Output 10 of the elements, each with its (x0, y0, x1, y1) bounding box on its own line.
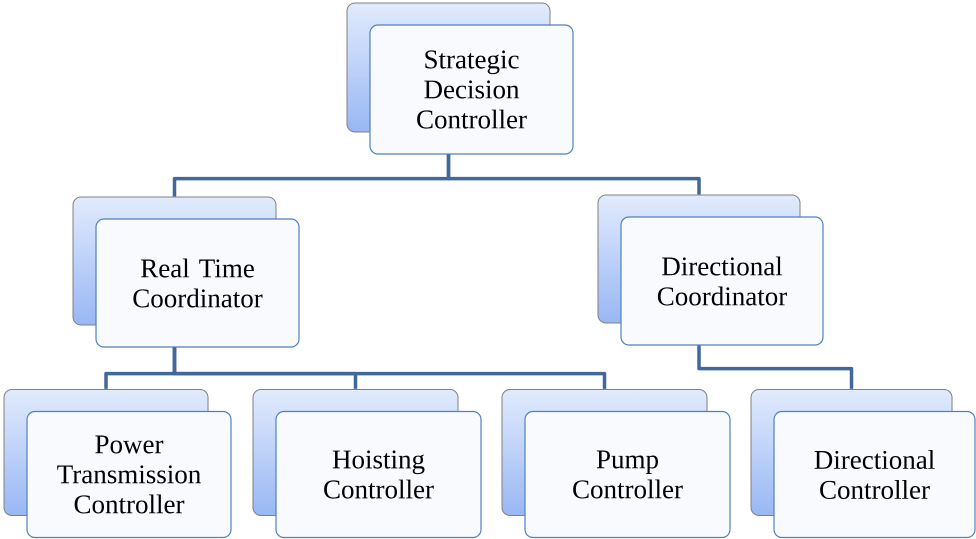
node-box: Real Time Coordinator (72, 196, 300, 348)
connector-line (172, 348, 606, 389)
node-box: Directional Controller (750, 389, 976, 538)
node-box: Power Transmission Controller (4, 389, 232, 538)
connector-line (446, 154, 701, 194)
connector-line (697, 346, 854, 389)
node-box: Hoisting Controller (252, 389, 482, 538)
node-box: Pump Controller (502, 389, 731, 538)
node-box: Strategic Decision Controller (346, 2, 574, 155)
node-box: Directional Coordinator (598, 194, 824, 346)
